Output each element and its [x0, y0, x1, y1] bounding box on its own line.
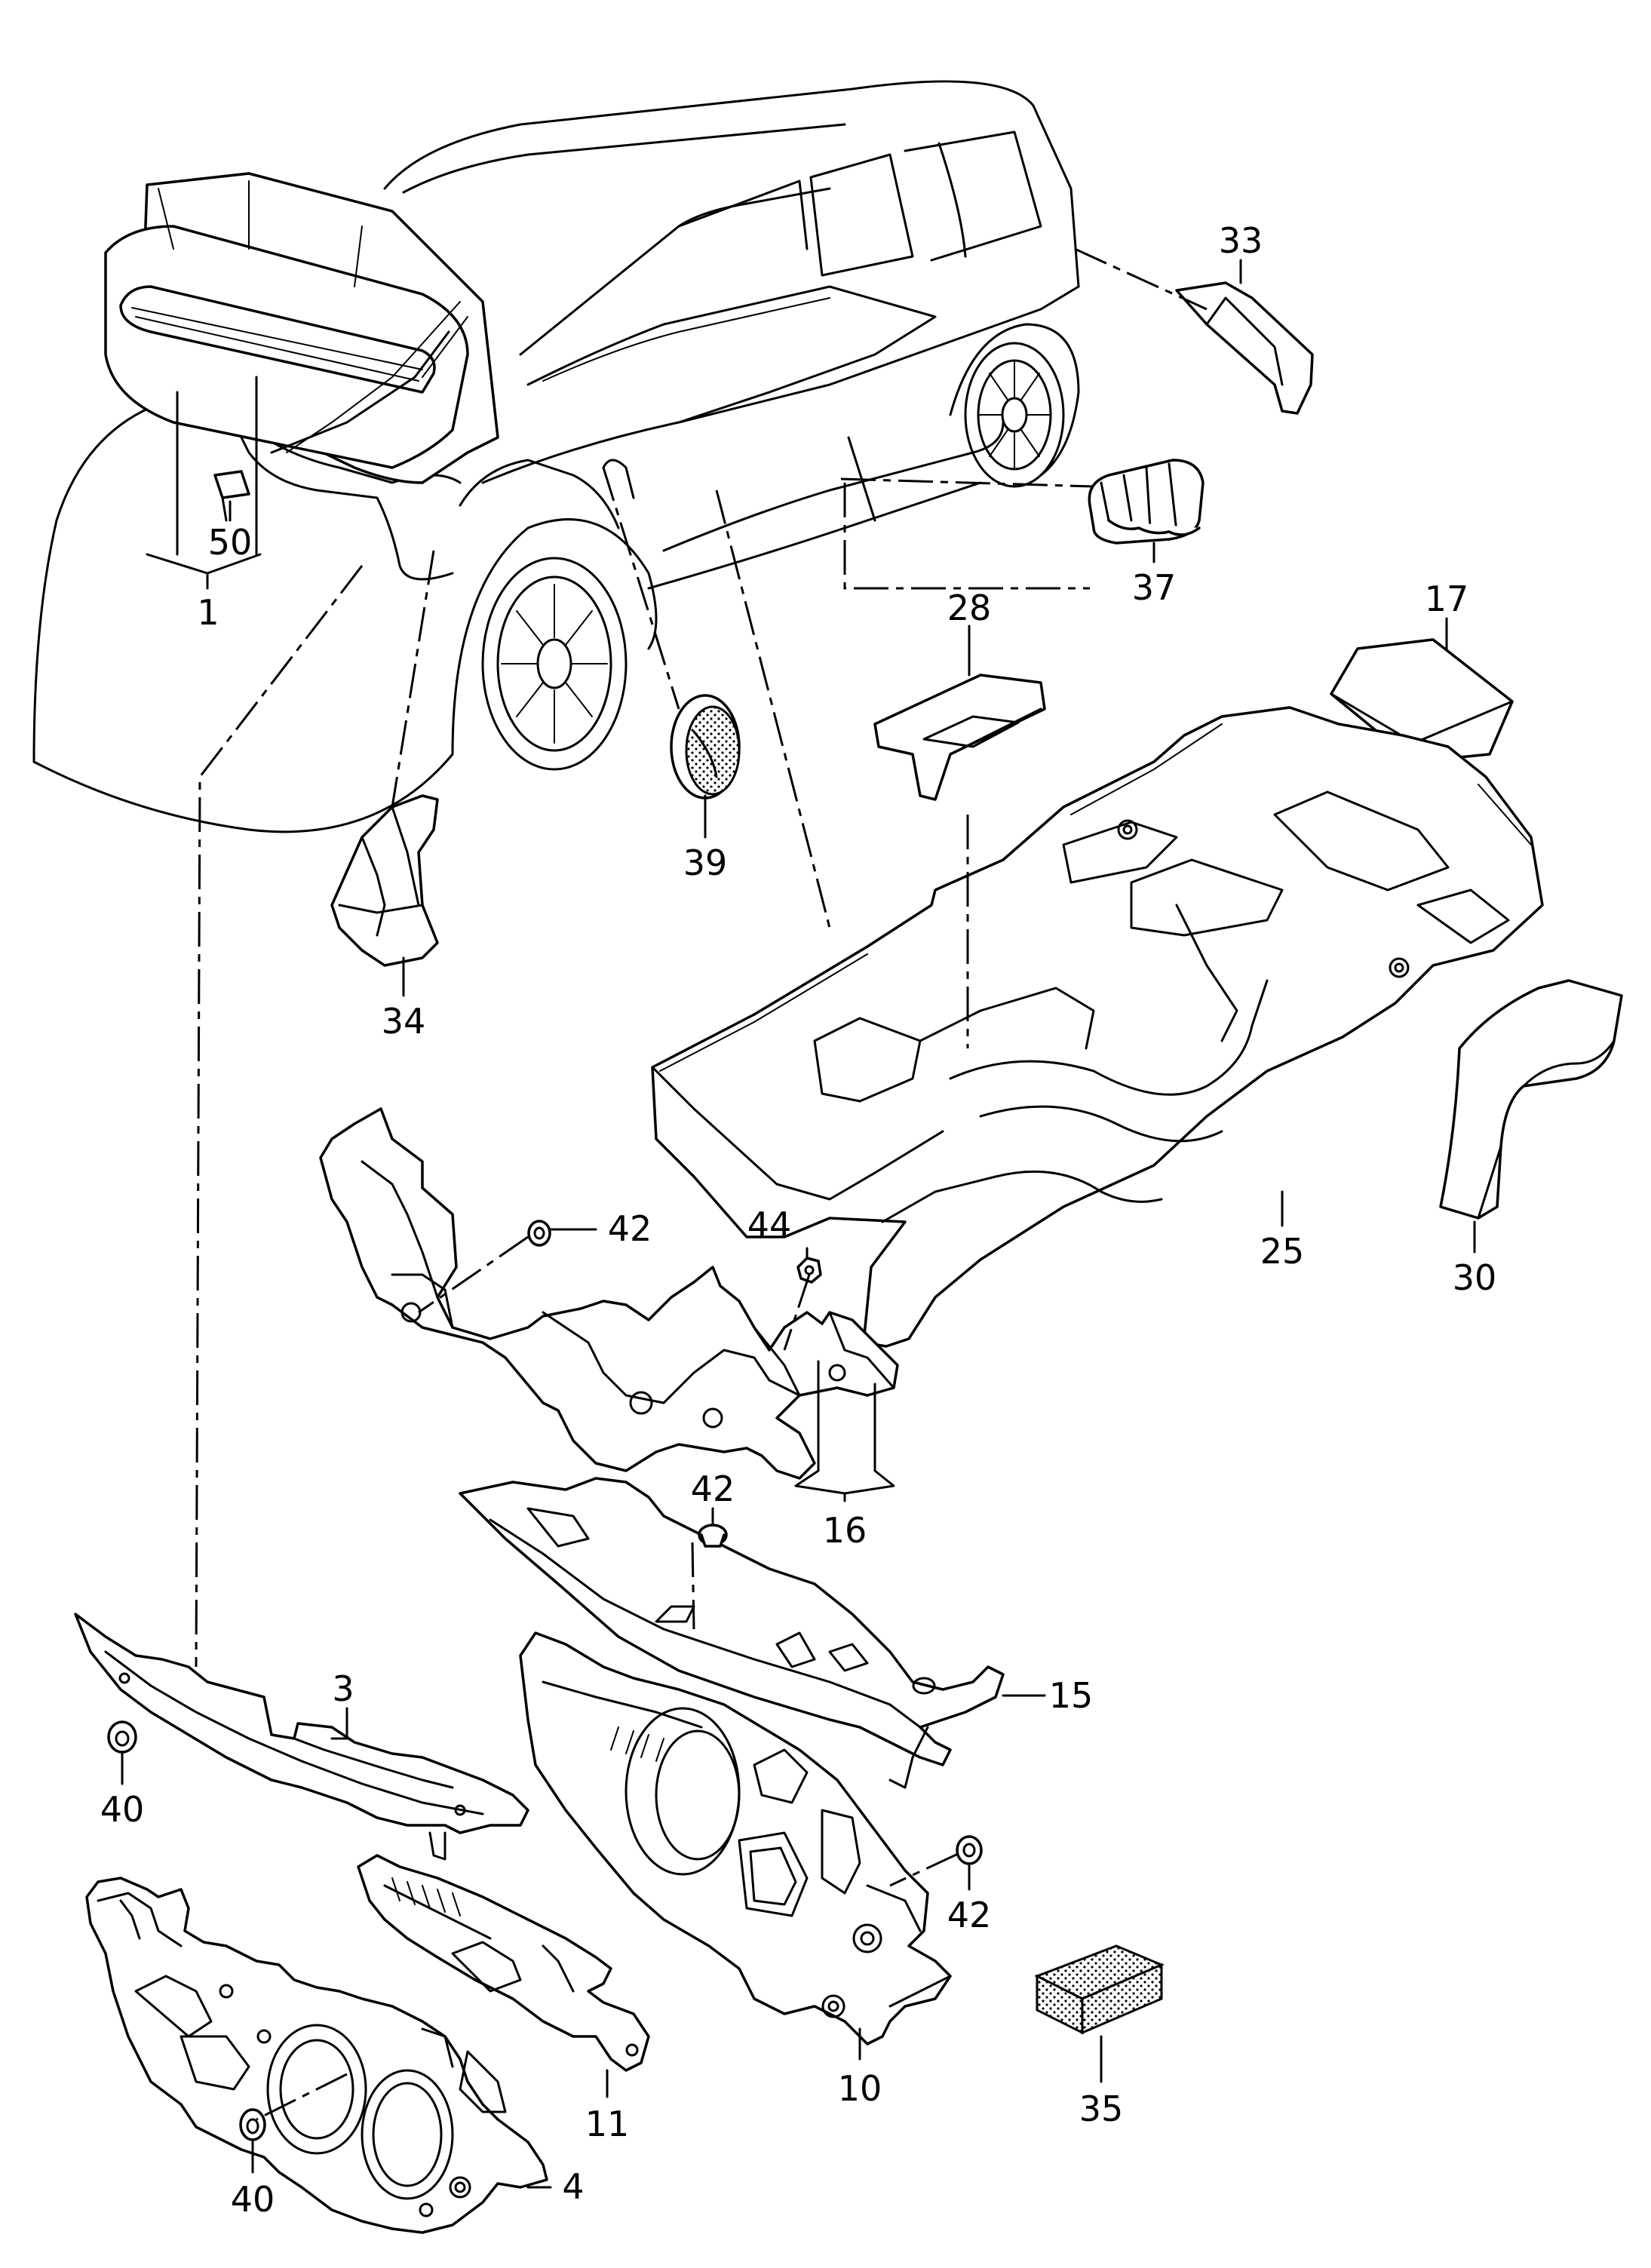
part-10 — [519, 1631, 952, 2045]
part-30 — [1439, 979, 1623, 1220]
callout-40-lower: 40 — [231, 2179, 275, 2220]
part-11 — [357, 1854, 650, 2072]
part-50-clip — [213, 470, 250, 522]
callout-42-lower: 42 — [947, 1895, 992, 1935]
callout-4: 4 — [562, 2166, 584, 2207]
part-40-fastener-lower — [239, 2108, 266, 2141]
callout-37: 37 — [1132, 567, 1177, 608]
part-33 — [1175, 281, 1314, 415]
callout-39: 39 — [683, 842, 728, 883]
leader-lines — [121, 259, 1476, 2189]
callout-16: 16 — [823, 1510, 867, 1551]
callout-1: 1 — [197, 592, 219, 633]
part-37 — [1088, 459, 1204, 545]
callout-11: 11 — [585, 2104, 630, 2144]
callout-42-middle: 42 — [691, 1469, 735, 1509]
callout-44: 44 — [747, 1205, 792, 1245]
callout-33: 33 — [1219, 220, 1263, 261]
part-16 — [319, 1107, 899, 1480]
callout-15: 15 — [1049, 1675, 1094, 1716]
part-3 — [74, 1613, 529, 1861]
part-4 — [85, 1877, 548, 2234]
part-35 — [1034, 1944, 1165, 2035]
callout-34: 34 — [382, 1001, 426, 1042]
callout-50: 50 — [208, 522, 253, 563]
callout-35: 35 — [1079, 2088, 1124, 2129]
part-28 — [873, 674, 1046, 801]
part-25-floor-covering — [651, 706, 1544, 1348]
callout-3: 3 — [332, 1668, 354, 1709]
part-15 — [459, 1477, 1005, 1789]
part-42-fastener-middle — [698, 1524, 728, 1548]
callout-25: 25 — [1260, 1231, 1305, 1272]
part-44-nut — [796, 1257, 822, 1284]
part-42-fastener-upper — [527, 1220, 551, 1247]
dashed-relation-lines — [195, 247, 1208, 2121]
part-39-grommet — [670, 694, 741, 799]
callout-40-upper: 40 — [100, 1789, 145, 1830]
callout-17: 17 — [1425, 579, 1469, 619]
vehicle-outline — [32, 80, 1080, 833]
callout-28: 28 — [947, 588, 992, 628]
callout-labels: 1 3 4 10 11 15 16 17 25 28 30 33 34 35 3… — [100, 220, 1497, 2220]
callout-10: 10 — [838, 2068, 882, 2109]
part-34 — [330, 794, 439, 967]
callout-42-upper: 42 — [608, 1208, 652, 1249]
part-42-fastener-lower — [956, 1835, 983, 1865]
part-40-fastener-upper — [107, 1720, 137, 1754]
callout-30: 30 — [1453, 1257, 1497, 1298]
